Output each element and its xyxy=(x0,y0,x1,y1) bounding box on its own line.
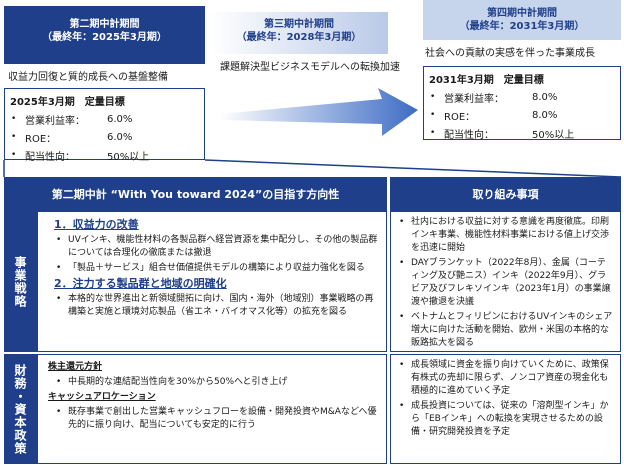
phase4-term: （最終年：2031年3月期） xyxy=(459,21,585,32)
phase4-header: 第四期中計期間 （最終年：2031年3月期） xyxy=(423,0,621,40)
list-item: •ベトナムとフィリピンにおけるUVインキのシェア増大に向けた活動を開始、欧州・米… xyxy=(399,312,613,348)
list-item: •「製品＋サービス」組合せ価値提供モデルの構築により収益力強化を図る xyxy=(56,263,365,273)
phase4-target-row: •ROE：8.0% xyxy=(430,109,558,123)
progress-arrow-icon xyxy=(220,88,418,136)
phase2-title: 第二期中計期間 xyxy=(69,19,140,30)
phase2-target-box: 2025年3月期 定量目標 •営業利益率：6.0% •ROE：6.0% •配当性… xyxy=(4,88,205,163)
list-item: •中長期的な連結配当性向を30%から50%へと引き上げ xyxy=(56,377,288,387)
phase2-term: （最終年：2025年3月期） xyxy=(42,32,167,43)
phase3-header: 第三期中計期間 （最終年：2028年3月期） xyxy=(210,12,388,54)
strategy-actions-cell: •社内における収益に対する意識を再度徹底。印刷インキ事業、機能性材料事業における… xyxy=(390,211,621,352)
finance-direction-cell: 株主還元方針 •中長期的な連結配当性向を30%から50%へと引き上げ キャッシュ… xyxy=(37,354,387,464)
list-item: •成長投資については、従来の「溶剤型インキ」から「EBインキ」への転換を実現させ… xyxy=(399,401,609,437)
side-label-finance: 財務・資本政策 xyxy=(4,354,37,464)
phase2-target-row: •ROE：6.0% xyxy=(11,131,133,145)
strategy-heading-2: 2．注力する製品群と地域の明確化 xyxy=(54,277,227,290)
strategy-direction-cell: 1．収益力の改善 •UVインキ、機能性材料の各製品群へ経営資源を集中配分し、その… xyxy=(37,211,387,352)
phase4-subtitle: 社会への貢献の実感を伴った事業成長 xyxy=(425,48,595,59)
list-item: •既存事業で創出した営業キャッシュフローを設備・開発投資やM&Aなどへ優先的に振… xyxy=(56,407,377,430)
list-item: •成長領域に資金を振り向けていくために、政策保有株式の売却に限らず、ノンコア資産… xyxy=(399,360,609,396)
finance-heading-2: キャッシュアロケーション xyxy=(48,392,156,402)
phase3-subtitle: 課題解決型ビジネスモデルへの転換加速 xyxy=(220,62,400,73)
phase2-target-row: •配当性向：50%以上 xyxy=(11,150,150,163)
finance-actions-cell: •成長領域に資金を振り向けていくために、政策保有株式の売却に限らず、ノンコア資産… xyxy=(390,354,621,464)
phase4-target-title: 2031年3月期 定量目標 xyxy=(429,75,544,86)
phase2-subtitle: 収益力回復と質的成長への基盤整備 xyxy=(8,72,168,83)
list-item: •社内における収益に対する意識を再度徹底。印刷インキ事業、機能性材料事業における… xyxy=(399,217,610,253)
list-item: •本格的な世界進出と新領域開拓に向け、国内・海外（地域別）事業戦略の再構築と実施… xyxy=(56,294,374,317)
strategy-heading-1: 1．収益力の改善 xyxy=(54,218,139,231)
table-header-actions: 取り組み事項 xyxy=(390,177,621,211)
list-item: •UVインキ、機能性材料の各製品群へ経営資源を集中配分し、その他の製品群について… xyxy=(56,235,378,258)
phase3-title: 第三期中計期間 xyxy=(264,19,334,30)
connector-lines xyxy=(3,159,622,178)
phase4-target-row: •営業利益率：8.0% xyxy=(430,91,558,105)
phase4-target-box: 2031年3月期 定量目標 •営業利益率：8.0% •ROE：8.0% •配当性… xyxy=(423,66,621,141)
phase4-target-row: •配当性向：50%以上 xyxy=(430,128,575,141)
phase4-title: 第四期中計期間 xyxy=(487,8,557,19)
phase2-header: 第二期中計期間 （最終年：2025年3月期） xyxy=(4,6,205,64)
phase2-target-row: •営業利益率：6.0% xyxy=(11,113,133,127)
finance-heading-1: 株主還元方針 xyxy=(48,362,103,372)
side-label-strategy: 事業戦略 xyxy=(4,211,37,352)
table-header-direction: 第二期中計 “With You toward 2024”の目指す方向性 xyxy=(4,177,387,211)
phase3-term: （最終年：2028年3月期） xyxy=(236,32,362,43)
list-item: •DAYブランケット（2022年8月）、金属（コーティング及び艶ニス）インキ（2… xyxy=(399,258,611,307)
phase2-target-title: 2025年3月期 定量目標 xyxy=(10,97,125,108)
